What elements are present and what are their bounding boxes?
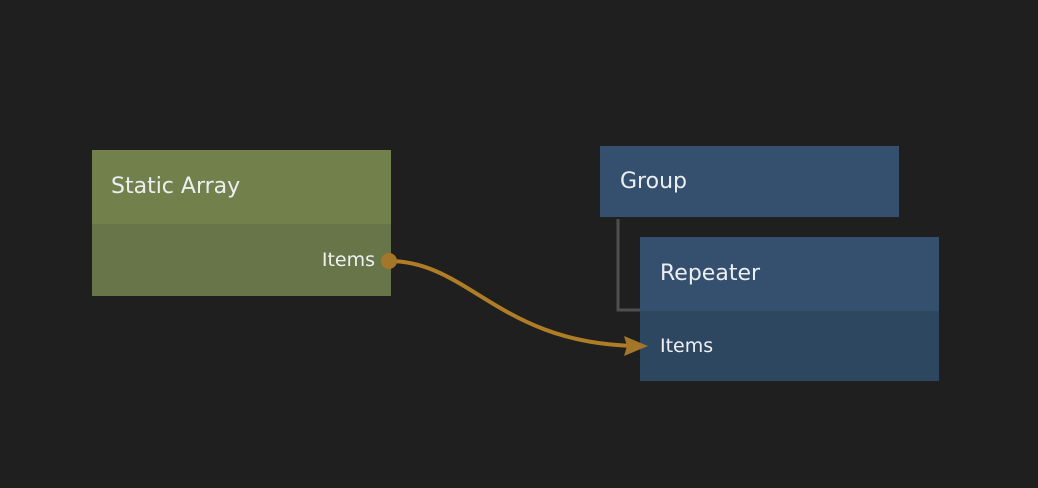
node-group-header[interactable]: Group [600,146,899,217]
node-repeater-body: Items [640,311,939,381]
port-row-static-array-items[interactable]: Items [92,224,391,296]
port-label-items-output: Items [321,248,375,271]
port-row-repeater-items[interactable]: Items [640,311,939,381]
node-static-array-header[interactable]: Static Array [92,150,391,224]
node-repeater[interactable]: Repeater Items [640,237,939,381]
node-static-array-title: Static Array [111,174,241,199]
bracket-icon [616,219,640,312]
node-static-array[interactable]: Static Array Items [92,150,391,296]
port-label-items-input: Items [660,334,714,357]
node-repeater-title: Repeater [660,261,761,286]
node-repeater-header[interactable]: Repeater [640,237,939,311]
node-static-array-body: Items [92,224,391,296]
node-group[interactable]: Group [600,146,899,217]
connection-wire[interactable] [387,259,644,348]
node-group-title: Group [620,168,687,194]
